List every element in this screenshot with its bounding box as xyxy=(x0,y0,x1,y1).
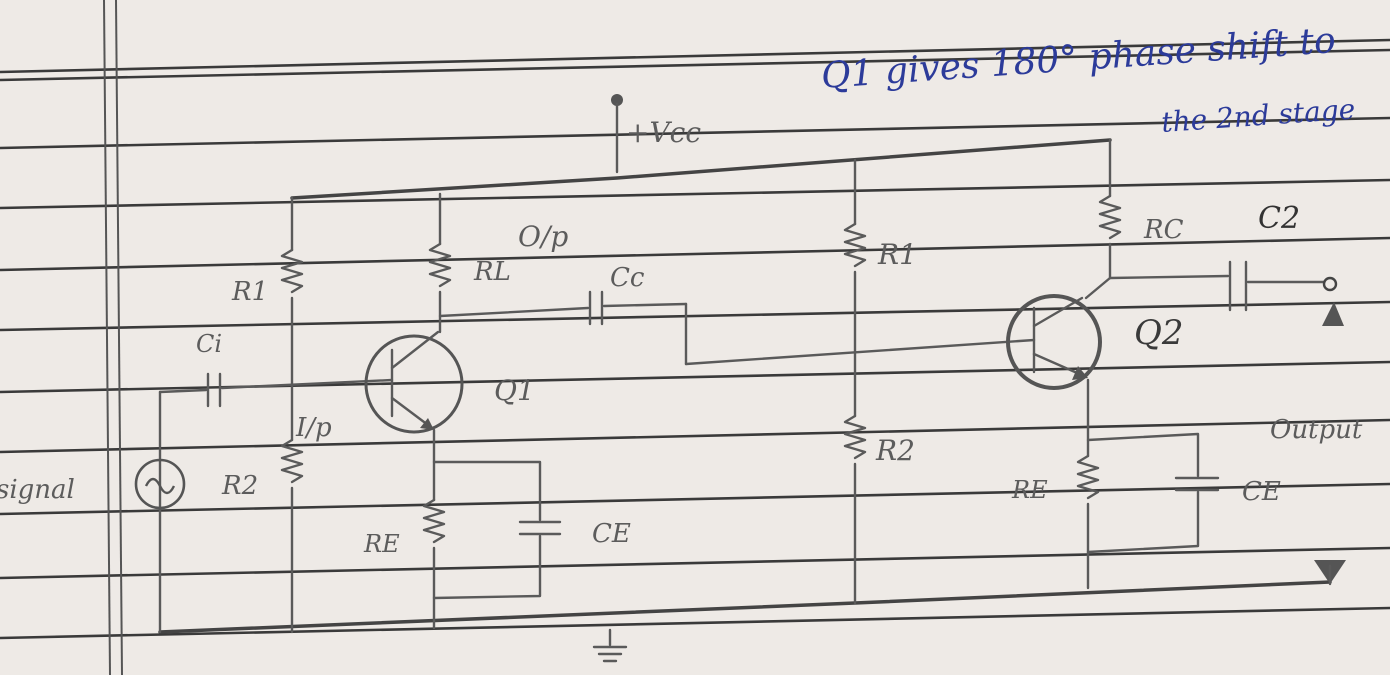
ground-rail xyxy=(158,580,1332,634)
phase-note: Q1 gives 180° phase shift to the 2nd sta… xyxy=(820,20,1356,139)
label-ci: Ci xyxy=(196,330,222,358)
output-terminal xyxy=(1322,276,1338,292)
label-rl-left: RL xyxy=(473,257,511,287)
label-vcc: +Vcc xyxy=(626,116,701,149)
label-q2: Q2 xyxy=(1134,313,1184,353)
signal-source-icon xyxy=(134,458,186,510)
label-rc-right: RC xyxy=(1143,215,1184,245)
label-q1: Q1 xyxy=(494,374,535,407)
label-r1-left: R1 xyxy=(231,277,268,307)
vcc-terminal xyxy=(611,94,623,106)
label-input-q1: I/p xyxy=(295,413,332,443)
resistor-rc xyxy=(1098,194,1122,240)
vcc-rail xyxy=(290,138,1112,200)
label-re-right: RE xyxy=(1011,476,1048,504)
capacitor-cc xyxy=(588,290,604,326)
resistor-r1-left xyxy=(280,248,304,294)
label-ce-right: CE xyxy=(1242,477,1281,507)
label-c2: C2 xyxy=(1258,201,1300,236)
capacitor-ci xyxy=(206,372,222,408)
resistor-r2-left xyxy=(280,438,304,484)
label-r2-left: R2 xyxy=(221,471,258,501)
note-line-2: the 2nd stage xyxy=(1160,93,1356,139)
transistor-q1 xyxy=(364,334,464,434)
capacitor-ce-left xyxy=(518,520,562,536)
capacitor-c2 xyxy=(1228,260,1248,312)
label-cc: Cc xyxy=(610,263,645,293)
transistor-q2 xyxy=(1006,294,1102,390)
output-arrow-up-icon xyxy=(1322,302,1344,326)
capacitor-ce-right xyxy=(1174,476,1220,492)
ground-symbol xyxy=(592,628,628,663)
label-r2-right: R2 xyxy=(875,434,915,467)
label-r1-right: R1 xyxy=(877,238,917,271)
resistor-rl xyxy=(428,242,452,288)
resistor-re-left xyxy=(422,498,446,544)
resistor-re-right xyxy=(1076,454,1100,500)
label-re-left: RE xyxy=(363,530,400,558)
stage-2 xyxy=(843,138,1346,605)
label-ce-left: CE xyxy=(592,519,631,549)
label-output-q1: O/p xyxy=(518,220,568,253)
rails xyxy=(158,94,1332,663)
label-output: Output xyxy=(1270,415,1363,445)
label-signal: signal xyxy=(0,475,75,505)
resistor-r1-right xyxy=(843,222,867,268)
component-labels: +Vcc O/p I/p R1 R2 RL RE CE Ci Cc Q1 R1 … xyxy=(0,116,1363,558)
note-line-1: Q1 gives 180° phase shift to xyxy=(820,20,1337,97)
stage-1 xyxy=(134,192,1036,634)
resistor-r2-right xyxy=(843,414,867,460)
